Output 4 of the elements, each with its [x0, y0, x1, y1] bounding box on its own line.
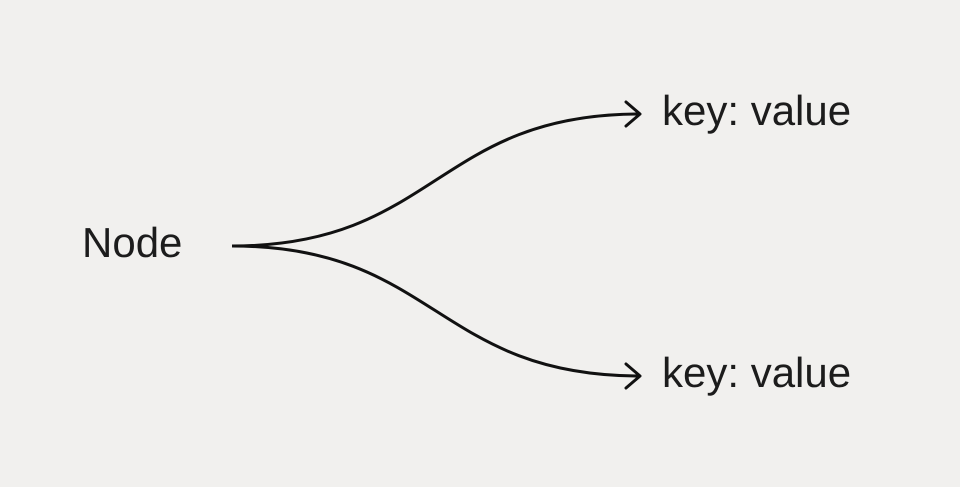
node-label: key: value: [662, 349, 852, 397]
arrow: [232, 244, 642, 389]
node-label: Node: [82, 219, 182, 267]
node-label: key: value: [662, 87, 852, 135]
